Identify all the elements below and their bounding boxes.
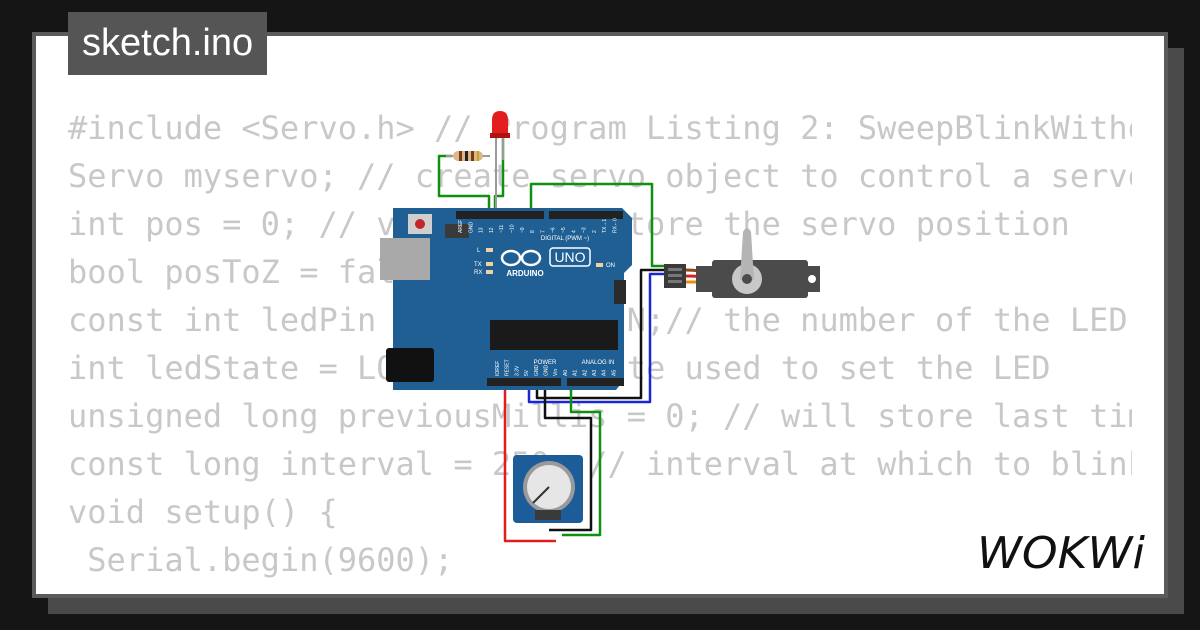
pin-label: ~3 [582,227,588,233]
tx-led-label: TX [474,262,482,268]
rx-led-label: RX [474,270,482,276]
digital-label: DIGITAL (PWM ~) [541,236,589,242]
pin-label: 5V [524,369,530,376]
wire-pot-signal [562,381,602,537]
pin-label: TX→1 [602,219,608,233]
code-line: void setup() { [68,493,338,531]
mount-hole [808,275,816,283]
sketch-filename-tab[interactable]: sketch.ino [68,12,268,75]
wire-servo-power [527,272,665,404]
resistor-band [471,151,474,161]
led-base [490,133,510,138]
led-component[interactable] [490,111,510,213]
pin-label: A5 [611,370,617,376]
servo-horn [740,228,754,280]
pin-label: 7 [540,230,546,233]
icsp-header-right [614,280,626,304]
pin-label: 8 [530,230,536,233]
pin-label: Vin [553,369,559,376]
power-label: POWER [534,360,557,366]
on-led-label: ON [606,263,615,269]
pin-label: ~9 [520,227,526,233]
usb-port [380,238,430,280]
pin-label: 3.3V [514,365,520,376]
reset-button[interactable] [415,219,425,229]
servo-tab-left [696,266,714,292]
pin-label: 12 [489,227,495,233]
code-line: const long interval = 250; // interval a… [68,445,1132,483]
wire-led-ground [437,154,491,213]
pin-label: 13 [479,227,485,233]
code-line: Servo myservo; // create servo object to… [68,157,1132,195]
wire-servo-ground [535,268,665,400]
pot-pins [535,510,561,520]
pin-label: A0 [563,370,569,376]
l-led-label: L [477,248,481,254]
pin-label: RX←0 [613,218,619,233]
code-line: Serial.begin(9600); [68,541,454,579]
wire-servo-signal [529,182,665,268]
pin-label: A3 [592,370,598,376]
resistor-band [465,151,468,161]
code-line: unsigned long previousMillis = 0; // wil… [68,397,1132,435]
board-model: UNO [554,249,585,265]
icsp-header [445,224,469,238]
resistor-band [477,151,479,161]
pin-label: GND [544,365,550,377]
wires [437,138,665,543]
pin-label: A4 [602,370,608,376]
pin-label: GND [468,222,474,234]
header-analog [567,378,624,386]
resistor-band [459,151,462,161]
pin-label: A1 [573,370,579,376]
wokwi-logo[interactable]: WOKWi [975,522,1151,580]
arduino-uno-board[interactable]: UNO ARDUINO DIGITAL (PWM ~) POWER ANALOG… [380,208,632,390]
pin-label: 4 [571,230,577,233]
potentiometer-component[interactable] [513,455,583,523]
header-top-right [549,211,623,219]
status-leds [486,248,603,274]
pin-label: ~5 [561,227,567,233]
wire-pot-ground [543,381,593,532]
top-pin-labels: AREF GND 13 12 ~11 ~10 ~9 8 7 ~6 ~5 4 ~3 2 TX→1 RX←0 [458,218,619,233]
resistor-component[interactable] [446,151,490,161]
atmega-chip [490,320,618,350]
pin-label: RESET [505,359,511,376]
analog-label: ANALOG IN [582,360,615,366]
connector-pin [668,280,682,283]
pin-label: GND [534,365,540,377]
pin-label: 2 [592,230,598,233]
connector-pin [668,268,682,271]
pin-label: AREF [458,220,464,233]
board-brand: ARDUINO [506,269,543,278]
code-line: #include <Servo.h> // Program Listing 2:… [68,109,1132,147]
header-power [487,378,561,386]
pot-indicator [532,486,550,504]
code-line: pinMode(ledPin, OUTPUT); [68,584,1132,594]
led-lens [492,111,508,134]
header-top-left [456,211,544,219]
pin-label: ~11 [499,225,505,233]
arduino-infinity-icon [500,249,542,267]
pin-label: A2 [582,370,588,376]
pin-label: ~6 [551,227,557,233]
hub-screw [742,274,752,284]
logo-text: WOKWi [977,528,1146,579]
uno-badge [549,247,591,267]
pin-label: ~10 [510,224,516,233]
servo-component[interactable] [664,228,820,298]
connector-pin [668,274,682,277]
power-jack [386,348,434,382]
pin-label: IOREF [495,361,501,376]
